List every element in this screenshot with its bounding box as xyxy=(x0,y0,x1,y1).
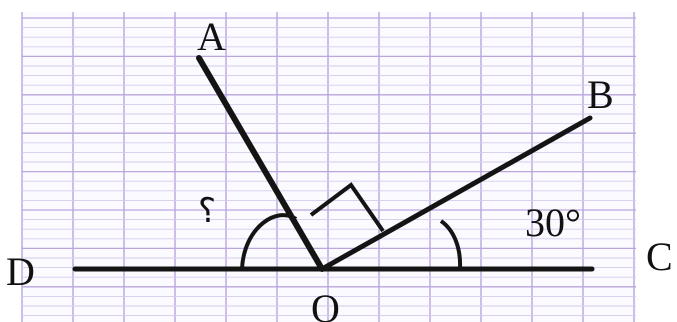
label-point-c: C xyxy=(646,234,673,279)
angle-arc-aod xyxy=(240,213,298,270)
right-angle-marker xyxy=(309,182,385,233)
ray-oa xyxy=(196,55,325,272)
label-point-a: A xyxy=(197,14,226,59)
label-point-d: D xyxy=(6,249,35,294)
label-point-b: B xyxy=(587,72,614,117)
angle-arc-boc xyxy=(439,219,463,270)
label-point-o: O xyxy=(311,286,340,322)
label-unknown-angle: ؟ xyxy=(198,193,216,230)
graph-paper xyxy=(22,12,636,322)
label-angle-30: 30° xyxy=(525,200,581,245)
ray-ob xyxy=(319,115,593,272)
